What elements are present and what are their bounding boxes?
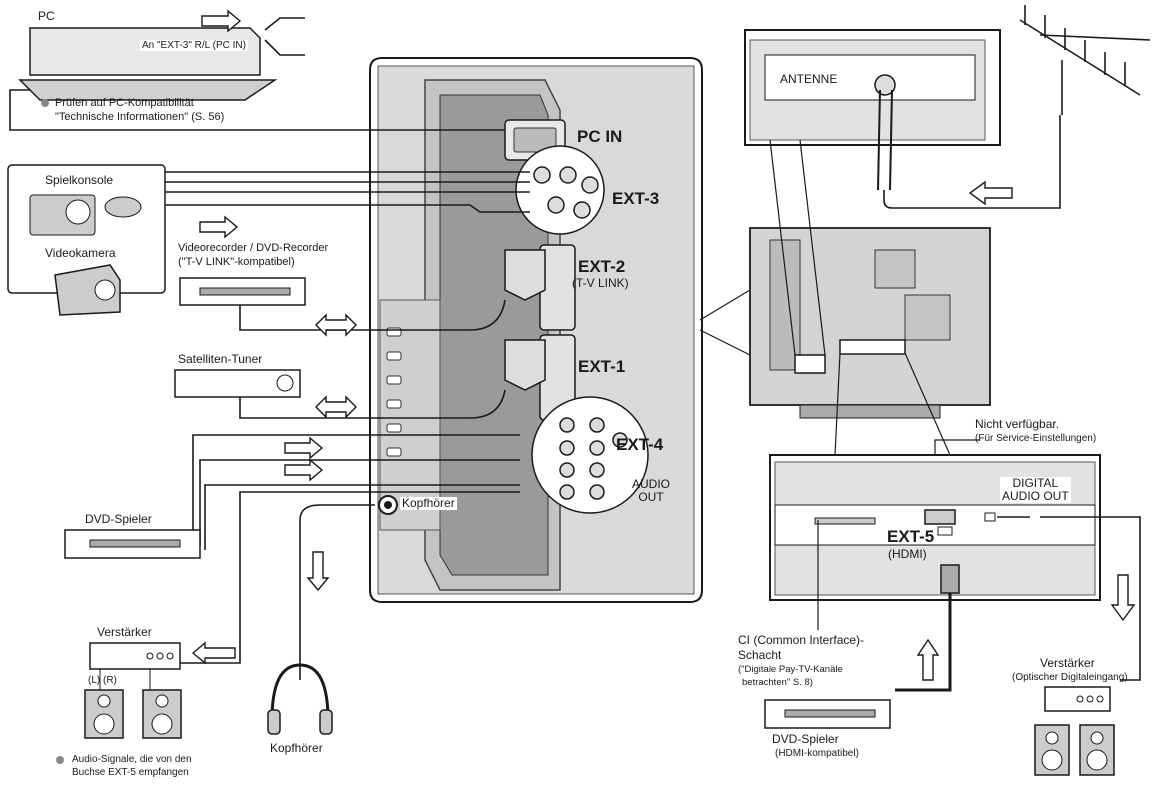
- tv-side-panel: [369, 57, 703, 603]
- ext4-label: EXT-4: [616, 435, 664, 454]
- camcorder-icon: [54, 264, 121, 316]
- audio-out-label: AUDIO OUT: [632, 477, 671, 505]
- vcr-icon: [179, 277, 306, 306]
- verstaerker-left-label: Verstärker: [97, 625, 152, 639]
- nicht-verfuegbar-label: Nicht verfügbar.: [975, 417, 1060, 431]
- antenna-closeup: [744, 29, 1061, 209]
- pc-note-2: "Technische Informationen" (S. 56): [55, 111, 225, 123]
- pc-cable-label: An "EXT-3" R/L (PC IN): [140, 40, 248, 51]
- hdmi-label: (HDMI): [888, 547, 927, 561]
- videorecorder-compat-label: ("T-V LINK"-kompatibel): [178, 256, 295, 268]
- ext1-label: EXT-1: [578, 357, 626, 376]
- ext2-label: EXT-2: [578, 257, 626, 276]
- tv-rear-icon: [699, 139, 991, 456]
- kopfhoerer-jack-label: Kopfhörer: [400, 496, 457, 511]
- satelliten-label: Satelliten-Tuner: [178, 352, 263, 366]
- pc-label: PC: [38, 9, 55, 23]
- service-label: (Für Service-Einstellungen): [975, 433, 1097, 444]
- game-console-icon: [7, 164, 166, 294]
- kopfhoerer-label: Kopfhörer: [270, 741, 323, 755]
- optisch-label: (Optischer Digitaleingang): [1012, 672, 1128, 683]
- digital-audio-out-label: DIGITAL AUDIO OUT: [1000, 476, 1071, 504]
- ext5-label: EXT-5: [887, 527, 935, 546]
- antenna-icon: [1019, 5, 1151, 115]
- ext5-closeup: [769, 439, 1141, 692]
- amplifier-right-icon: [1034, 686, 1115, 776]
- dvd-player-icon: [64, 529, 201, 559]
- pc-in-label: PC IN: [577, 127, 623, 146]
- spielkonsole-label: Spielkonsole: [45, 173, 114, 187]
- ci-label-2: Schacht: [738, 648, 782, 662]
- videorecorder-label: Videorecorder / DVD-Recorder: [178, 242, 329, 254]
- ci-label-3: ("Digitale Pay-TV-Kanäle: [738, 664, 843, 675]
- speaker-icon: [84, 669, 182, 739]
- antenne-label: ANTENNE: [780, 72, 838, 86]
- arrow-icon: [191, 9, 1136, 681]
- audio-note-1: Audio-Signale, die von den: [72, 754, 192, 765]
- ci-label-1: CI (Common Interface)-: [738, 633, 865, 647]
- amplifier-icon: [89, 642, 181, 670]
- headphones-icon: [267, 663, 333, 735]
- satellite-tuner-icon: [174, 369, 301, 398]
- verstaerker-right-label: Verstärker: [1040, 656, 1095, 670]
- dvd-spieler-label: DVD-Spieler: [85, 512, 152, 526]
- ci-label-4: betrachten" S. 8): [742, 677, 813, 688]
- ext4-closeup: [531, 396, 649, 514]
- ext3-label: EXT-3: [612, 189, 660, 208]
- lr-label: (L) (R): [88, 675, 117, 686]
- tvlink-label: (T-V LINK): [572, 276, 629, 290]
- videokamera-label: Videokamera: [45, 246, 116, 260]
- dvd-hdmi-compat-label: (HDMI-kompatibel): [775, 748, 859, 759]
- audio-note-2: Buchse EXT-5 empfangen: [72, 767, 189, 778]
- dvd-hdmi-label: DVD-Spieler: [772, 732, 839, 746]
- bullet-icon: [56, 756, 64, 764]
- pc-icon: [18, 27, 278, 101]
- pc-note-1: Prüfen auf PC-Kompatibilität: [55, 97, 194, 109]
- dvd-hdmi-player: [764, 699, 891, 729]
- cables: [9, 17, 530, 680]
- bullet-icon: [41, 99, 49, 107]
